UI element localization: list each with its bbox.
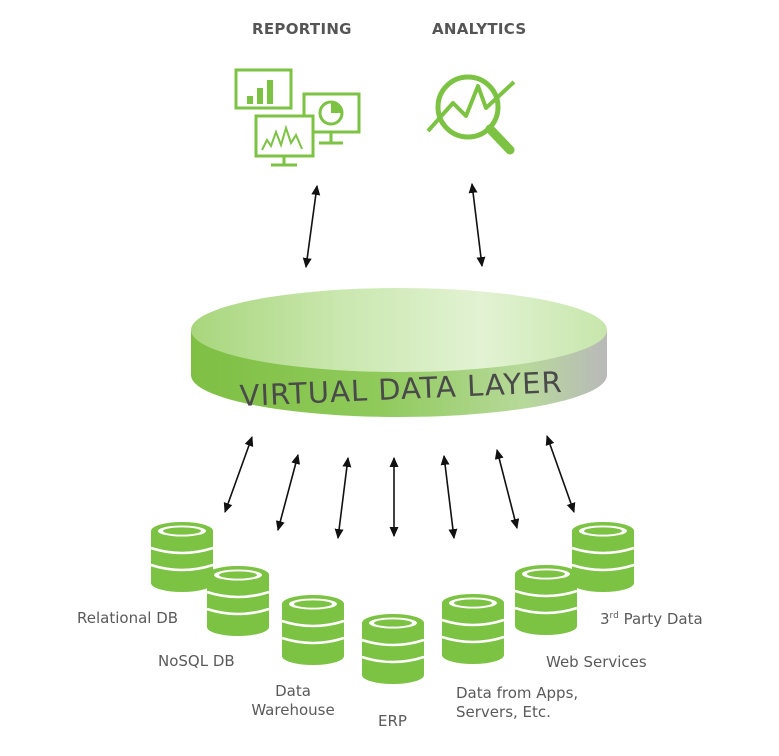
data-warehouse-arrow: [334, 456, 352, 540]
reporting-heading: REPORTING: [252, 20, 352, 38]
web-services-label: Web Services: [546, 653, 647, 671]
relational-db-arrow: [223, 435, 254, 514]
nosql-db-icon: [205, 564, 271, 638]
apps-data-arrow: [440, 454, 458, 540]
relational-db-label: Relational DB: [77, 609, 179, 627]
third-party-ordinal: rd: [609, 611, 619, 621]
data-warehouse-label-line2: Warehouse: [251, 701, 335, 719]
third-party-arrow: [545, 434, 576, 514]
apps-data-label-line1: Data from Apps,: [456, 684, 579, 702]
data-warehouse-label-line1: Data: [275, 682, 311, 700]
erp-label: ERP: [378, 712, 407, 730]
third-party-text: Party Data: [618, 610, 703, 628]
apps-data-label-line2: Servers, Etc.: [456, 703, 551, 721]
nosql-db-arrow: [275, 453, 301, 532]
third-party-number: 3: [600, 610, 610, 628]
analytics-heading: ANALYTICS: [432, 20, 527, 38]
apps-data-icon: [440, 592, 506, 666]
analytics-magnifier-icon: [426, 74, 516, 155]
erp-icon: [360, 612, 426, 686]
reporting-monitors-icon: [234, 68, 361, 167]
data-warehouse-icon: [280, 593, 346, 667]
nosql-db-label: NoSQL DB: [158, 652, 235, 670]
apps-data-label: Data from Apps, Servers, Etc.: [456, 684, 578, 722]
third-party-data-label: 3rd Party Data: [600, 607, 703, 629]
relational-db-icon: [149, 520, 215, 594]
analytics-arrow: [468, 182, 486, 268]
third-party-db-icon: [570, 520, 636, 594]
data-warehouse-label: Data Warehouse: [246, 682, 340, 720]
virtual-data-layer-disk: [191, 288, 607, 417]
reporting-arrow: [302, 184, 321, 269]
web-services-arrow: [494, 448, 520, 530]
web-services-icon: [513, 563, 579, 637]
